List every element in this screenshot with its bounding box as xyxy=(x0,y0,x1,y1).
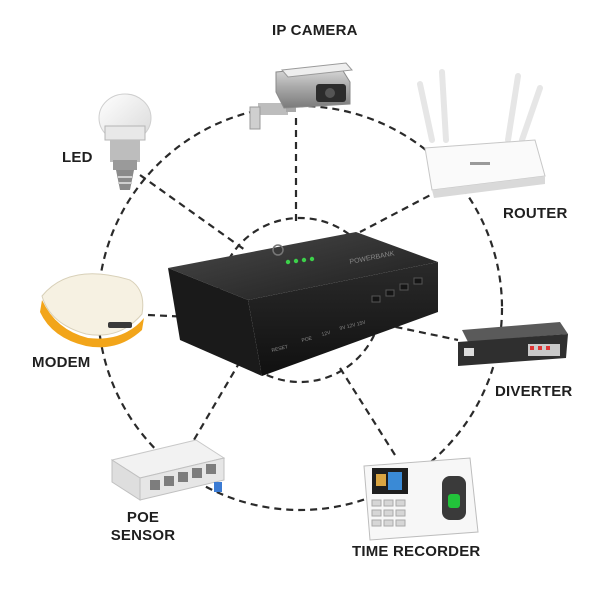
label-modem: MODEM xyxy=(32,354,91,371)
label-led: LED xyxy=(62,149,93,166)
ups-port-text-poe: POE xyxy=(301,335,313,344)
line-to-poe xyxy=(187,364,239,451)
line-to-recorder xyxy=(339,367,396,456)
ups-port-text-reset: RESET xyxy=(271,344,289,354)
mini-ups-icon: POWERBANK RESET POE 12V 9V 12V 15V xyxy=(168,232,438,376)
label-poe-line2: SENSOR xyxy=(110,527,176,544)
ip-camera-icon xyxy=(249,62,353,130)
line-to-led xyxy=(139,174,246,251)
led-bulb-icon xyxy=(98,93,152,190)
label-ip-camera: IP CAMERA xyxy=(272,22,358,39)
line-to-router xyxy=(359,189,441,233)
label-poe-line1: POE xyxy=(126,509,160,526)
label-router: ROUTER xyxy=(503,205,568,222)
poe-switch-icon xyxy=(110,439,226,501)
router-icon xyxy=(417,69,546,198)
label-time-recorder: TIME RECORDER xyxy=(352,543,481,560)
label-poe-sensor: POE SENSOR xyxy=(98,509,188,545)
ups-port-text-12v: 12V xyxy=(321,330,332,338)
time-recorder-icon xyxy=(363,457,479,541)
diverter-switch-icon xyxy=(458,322,568,366)
modem-icon xyxy=(40,273,144,348)
label-diverter: DIVERTER xyxy=(495,383,573,400)
